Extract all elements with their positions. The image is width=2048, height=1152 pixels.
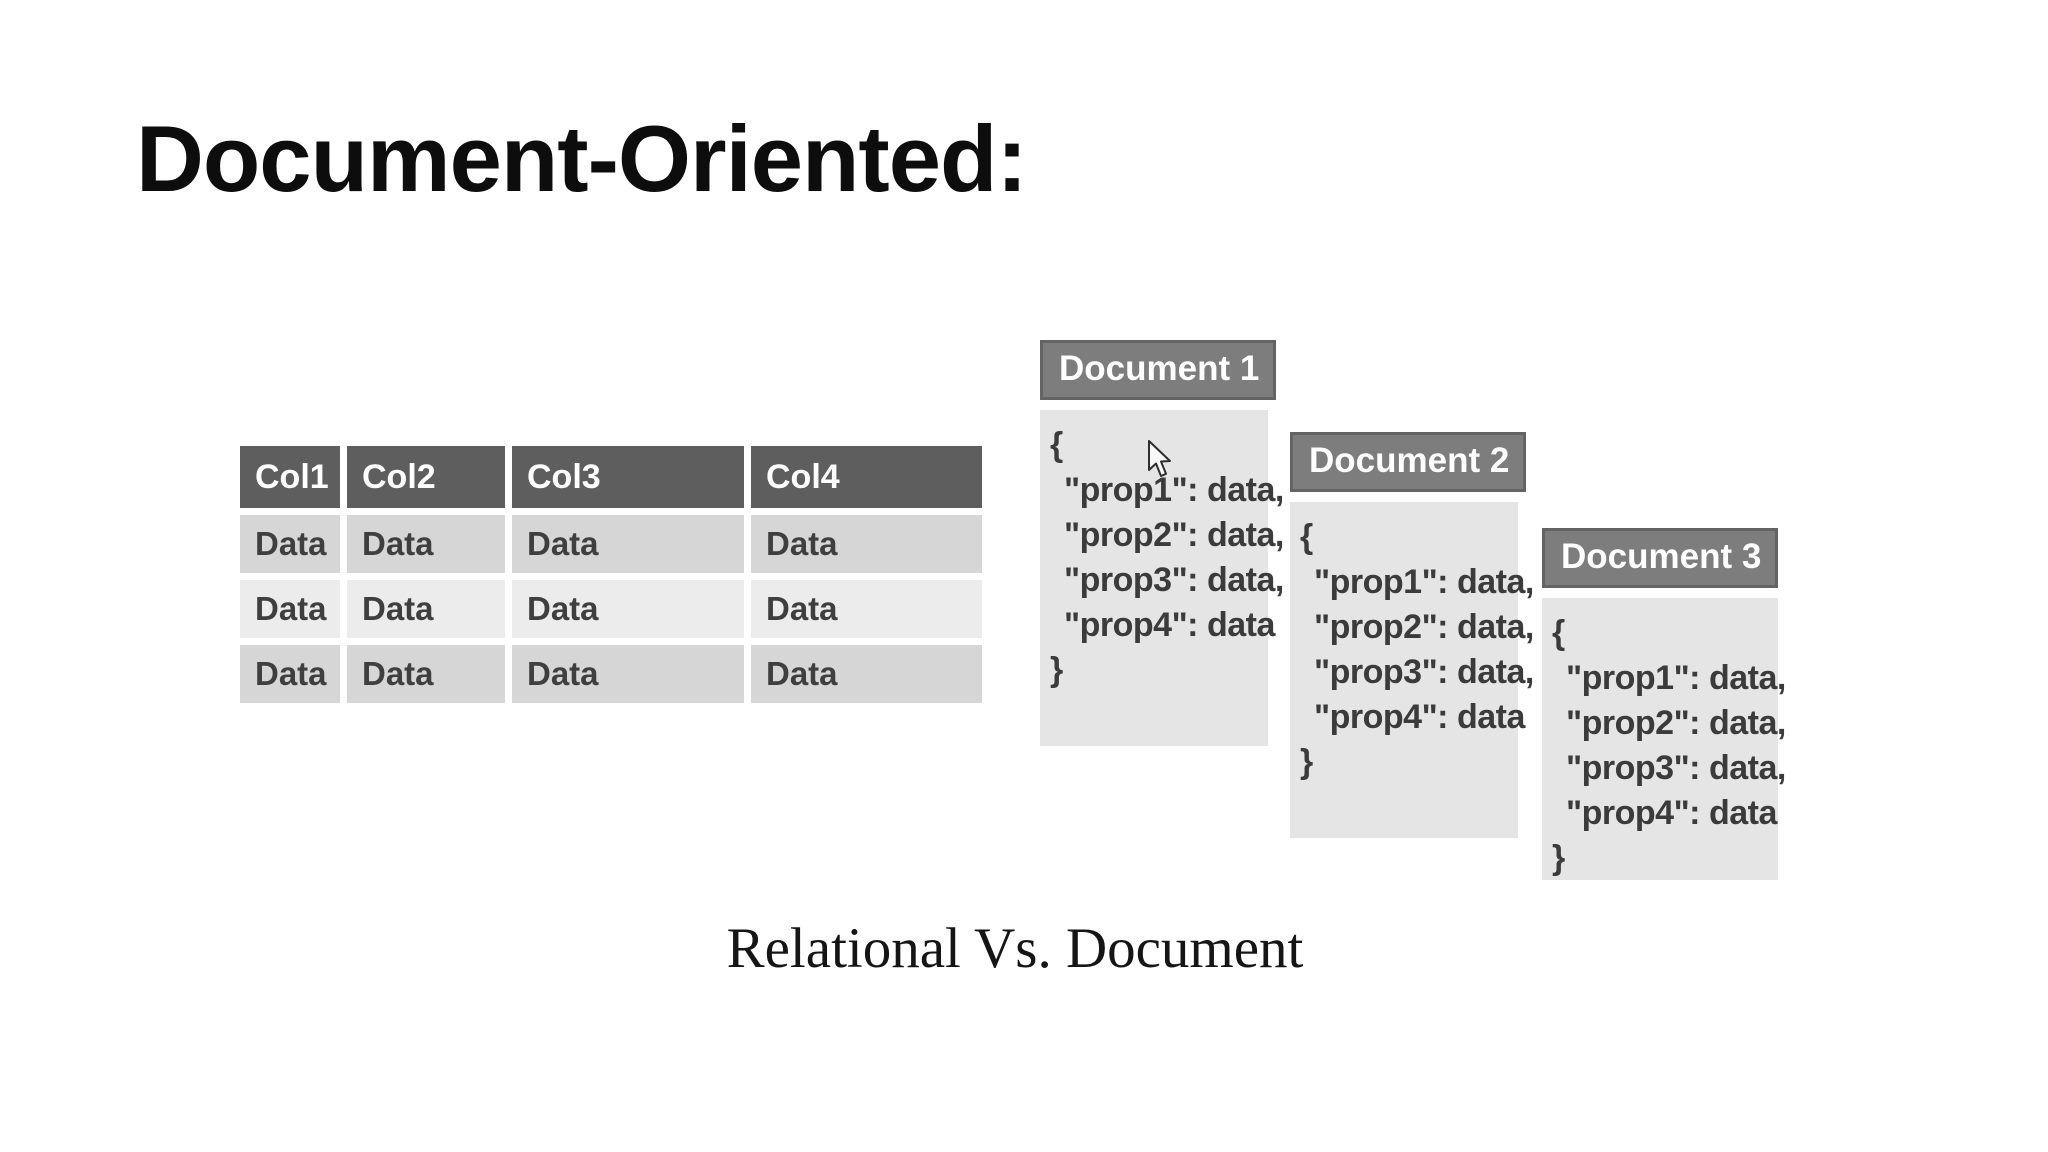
table-cell: Data	[751, 515, 982, 573]
column-header-cell: Col1	[240, 446, 340, 508]
document-card-header: Document 2	[1290, 432, 1526, 492]
code-line: "prop2": data,	[1064, 516, 1284, 554]
code-line: "prop2": data,	[1314, 608, 1534, 646]
document-card-header: Document 3	[1542, 528, 1778, 588]
code-line: "prop4": data	[1314, 698, 1525, 736]
code-line: "prop3": data,	[1064, 561, 1284, 599]
code-line: "prop2": data,	[1566, 704, 1786, 742]
code-line: {	[1050, 426, 1063, 464]
table-cell: Data	[240, 645, 340, 703]
table-cell: Data	[512, 515, 744, 573]
code-line: }	[1300, 743, 1313, 781]
document-card: Document 2 { "prop1": data, "prop2": dat…	[1290, 432, 1534, 838]
document-card-body: { "prop1": data, "prop2": data, "prop3":…	[1542, 598, 1786, 880]
code-line: "prop1": data,	[1566, 659, 1786, 697]
column-header-cell: Col2	[347, 446, 505, 508]
table-cell: Data	[751, 580, 982, 638]
code-line: "prop4": data	[1566, 794, 1777, 832]
table-cell: Data	[751, 645, 982, 703]
code-line: {	[1552, 614, 1565, 652]
page-title: Document-Oriented:	[136, 106, 1028, 211]
mouse-cursor-icon	[1148, 440, 1171, 477]
document-card-body: { "prop1": data, "prop2": data, "prop3":…	[1290, 502, 1534, 838]
table-cell: Data	[347, 580, 505, 638]
code-line: {	[1300, 518, 1313, 556]
column-header-cell: Col4	[751, 446, 982, 508]
column-header-cell: Col3	[512, 446, 744, 508]
document-card: Document 1 { "prop1": data, "prop2": dat…	[1040, 340, 1284, 746]
table-cell: Data	[512, 580, 744, 638]
table-cell: Data	[240, 580, 340, 638]
document-card-header: Document 1	[1040, 340, 1276, 400]
code-line: "prop4": data	[1064, 606, 1275, 644]
code-line: }	[1552, 839, 1565, 877]
code-line: "prop1": data,	[1314, 563, 1534, 601]
code-line: "prop3": data,	[1566, 749, 1786, 787]
relational-table: Col1 Col2 Col3 Col4 Data Data Data Data …	[240, 446, 982, 703]
table-cell: Data	[347, 645, 505, 703]
code-line: }	[1050, 651, 1063, 689]
code-line: "prop3": data,	[1314, 653, 1534, 691]
figure-caption: Relational Vs. Document	[726, 917, 1304, 980]
table-cell: Data	[347, 515, 505, 573]
table-cell: Data	[240, 515, 340, 573]
document-card: Document 3 { "prop1": data, "prop2": dat…	[1542, 528, 1786, 880]
table-cell: Data	[512, 645, 744, 703]
code-line: "prop1": data,	[1064, 471, 1284, 509]
